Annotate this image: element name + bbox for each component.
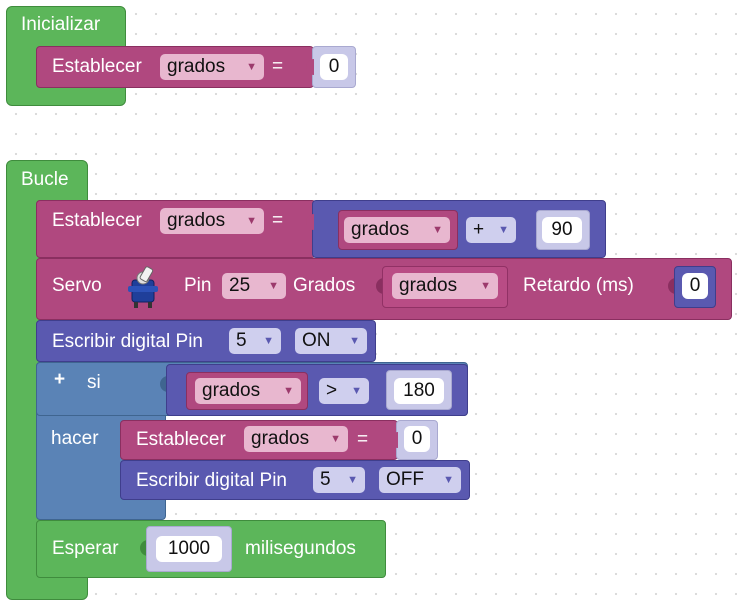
compare-operator-dropdown[interactable]: > ▼ (319, 378, 369, 404)
if-set-variable-dropdown[interactable]: grados ▼ (244, 426, 348, 452)
arithmetic-notch (306, 214, 314, 230)
arithmetic-operator-dropdown[interactable]: + ▼ (466, 217, 516, 243)
digital-write-on-state-dropdown[interactable]: ON ▼ (295, 328, 367, 354)
if-set-label: Establecer (136, 429, 226, 450)
chevron-down-icon: ▼ (443, 474, 454, 486)
wait-label: Esperar (52, 538, 119, 559)
if-set-variable-name: grados (251, 428, 310, 449)
init-variable-dropdown[interactable]: grados ▼ (160, 54, 264, 80)
chevron-down-icon: ▼ (480, 280, 491, 292)
arithmetic-left-variable-name: grados (351, 219, 410, 240)
wait-value-input[interactable]: 1000 (156, 536, 222, 562)
servo-degrees-notch (376, 278, 384, 294)
servo-degrees-variable-dropdown[interactable]: grados ▼ (392, 273, 498, 299)
servo-degrees-variable-name: grados (399, 275, 458, 296)
chevron-down-icon: ▼ (246, 215, 257, 227)
bucle-label: Bucle (21, 169, 69, 190)
loop-set-label: Establecer (52, 210, 142, 231)
arithmetic-operator: + (473, 219, 485, 240)
compare-operator: > (326, 380, 338, 401)
if-set-value-input[interactable]: 0 (404, 426, 430, 452)
chevron-down-icon: ▼ (349, 335, 360, 347)
servo-delay-notch (668, 278, 676, 294)
if-hacer-label: hacer (51, 428, 99, 449)
init-set-label: Establecer (52, 56, 142, 77)
servo-delay-label: Retardo (ms) (523, 275, 634, 296)
digital-write-off-label: Escribir digital Pin (136, 470, 287, 491)
if-set-value-notch (390, 432, 398, 448)
digital-write-on-pin-dropdown[interactable]: 5 ▼ (229, 328, 281, 354)
chevron-down-icon: ▼ (263, 335, 274, 347)
if-si-label: si (87, 372, 101, 393)
servo-pin-dropdown[interactable]: 25 ▼ (222, 273, 286, 299)
loop-set-equals: = (272, 210, 284, 231)
chevron-down-icon: ▼ (432, 224, 443, 236)
if-set-equals: = (357, 429, 369, 450)
digital-write-on-state: ON (302, 330, 331, 351)
arithmetic-left-variable-dropdown[interactable]: grados ▼ (344, 217, 450, 243)
chevron-down-icon: ▼ (246, 61, 257, 73)
compare-left-variable-dropdown[interactable]: grados ▼ (195, 378, 301, 404)
inicializar-label: Inicializar (21, 14, 101, 35)
digital-write-on-pin: 5 (236, 330, 247, 351)
compare-left-variable-name: grados (202, 380, 261, 401)
servo-delay-input[interactable]: 0 (682, 273, 708, 299)
wait-unit-label: milisegundos (245, 538, 356, 559)
chevron-down-icon: ▼ (498, 224, 509, 236)
wait-value-notch (140, 540, 148, 556)
chevron-down-icon: ▼ (268, 280, 279, 292)
servo-motor-icon (124, 264, 164, 310)
digital-write-off-pin-dropdown[interactable]: 5 ▼ (313, 467, 365, 493)
if-condition-notch (160, 376, 168, 392)
if-mutator-plus-icon[interactable]: + (54, 369, 66, 390)
chevron-down-icon: ▼ (351, 385, 362, 397)
loop-set-variable-name: grados (167, 210, 226, 231)
init-variable-name: grados (167, 56, 226, 77)
digital-write-off-pin: 5 (320, 469, 331, 490)
chevron-down-icon: ▼ (347, 474, 358, 486)
compare-right-input[interactable]: 180 (394, 378, 444, 404)
init-value-notch (306, 59, 314, 75)
digital-write-off-state-dropdown[interactable]: OFF ▼ (379, 467, 461, 493)
arithmetic-right-input[interactable]: 90 (542, 217, 582, 243)
init-value-input[interactable]: 0 (320, 54, 348, 80)
init-equals-label: = (272, 56, 284, 77)
chevron-down-icon: ▼ (283, 385, 294, 397)
chevron-down-icon: ▼ (330, 433, 341, 445)
servo-pin-value: 25 (229, 275, 251, 296)
servo-pin-label: Pin (184, 275, 212, 296)
servo-label: Servo (52, 275, 102, 296)
digital-write-on-label: Escribir digital Pin (52, 331, 203, 352)
servo-degrees-label: Grados (293, 275, 356, 296)
digital-write-off-state: OFF (386, 469, 424, 490)
loop-set-variable-dropdown[interactable]: grados ▼ (160, 208, 264, 234)
